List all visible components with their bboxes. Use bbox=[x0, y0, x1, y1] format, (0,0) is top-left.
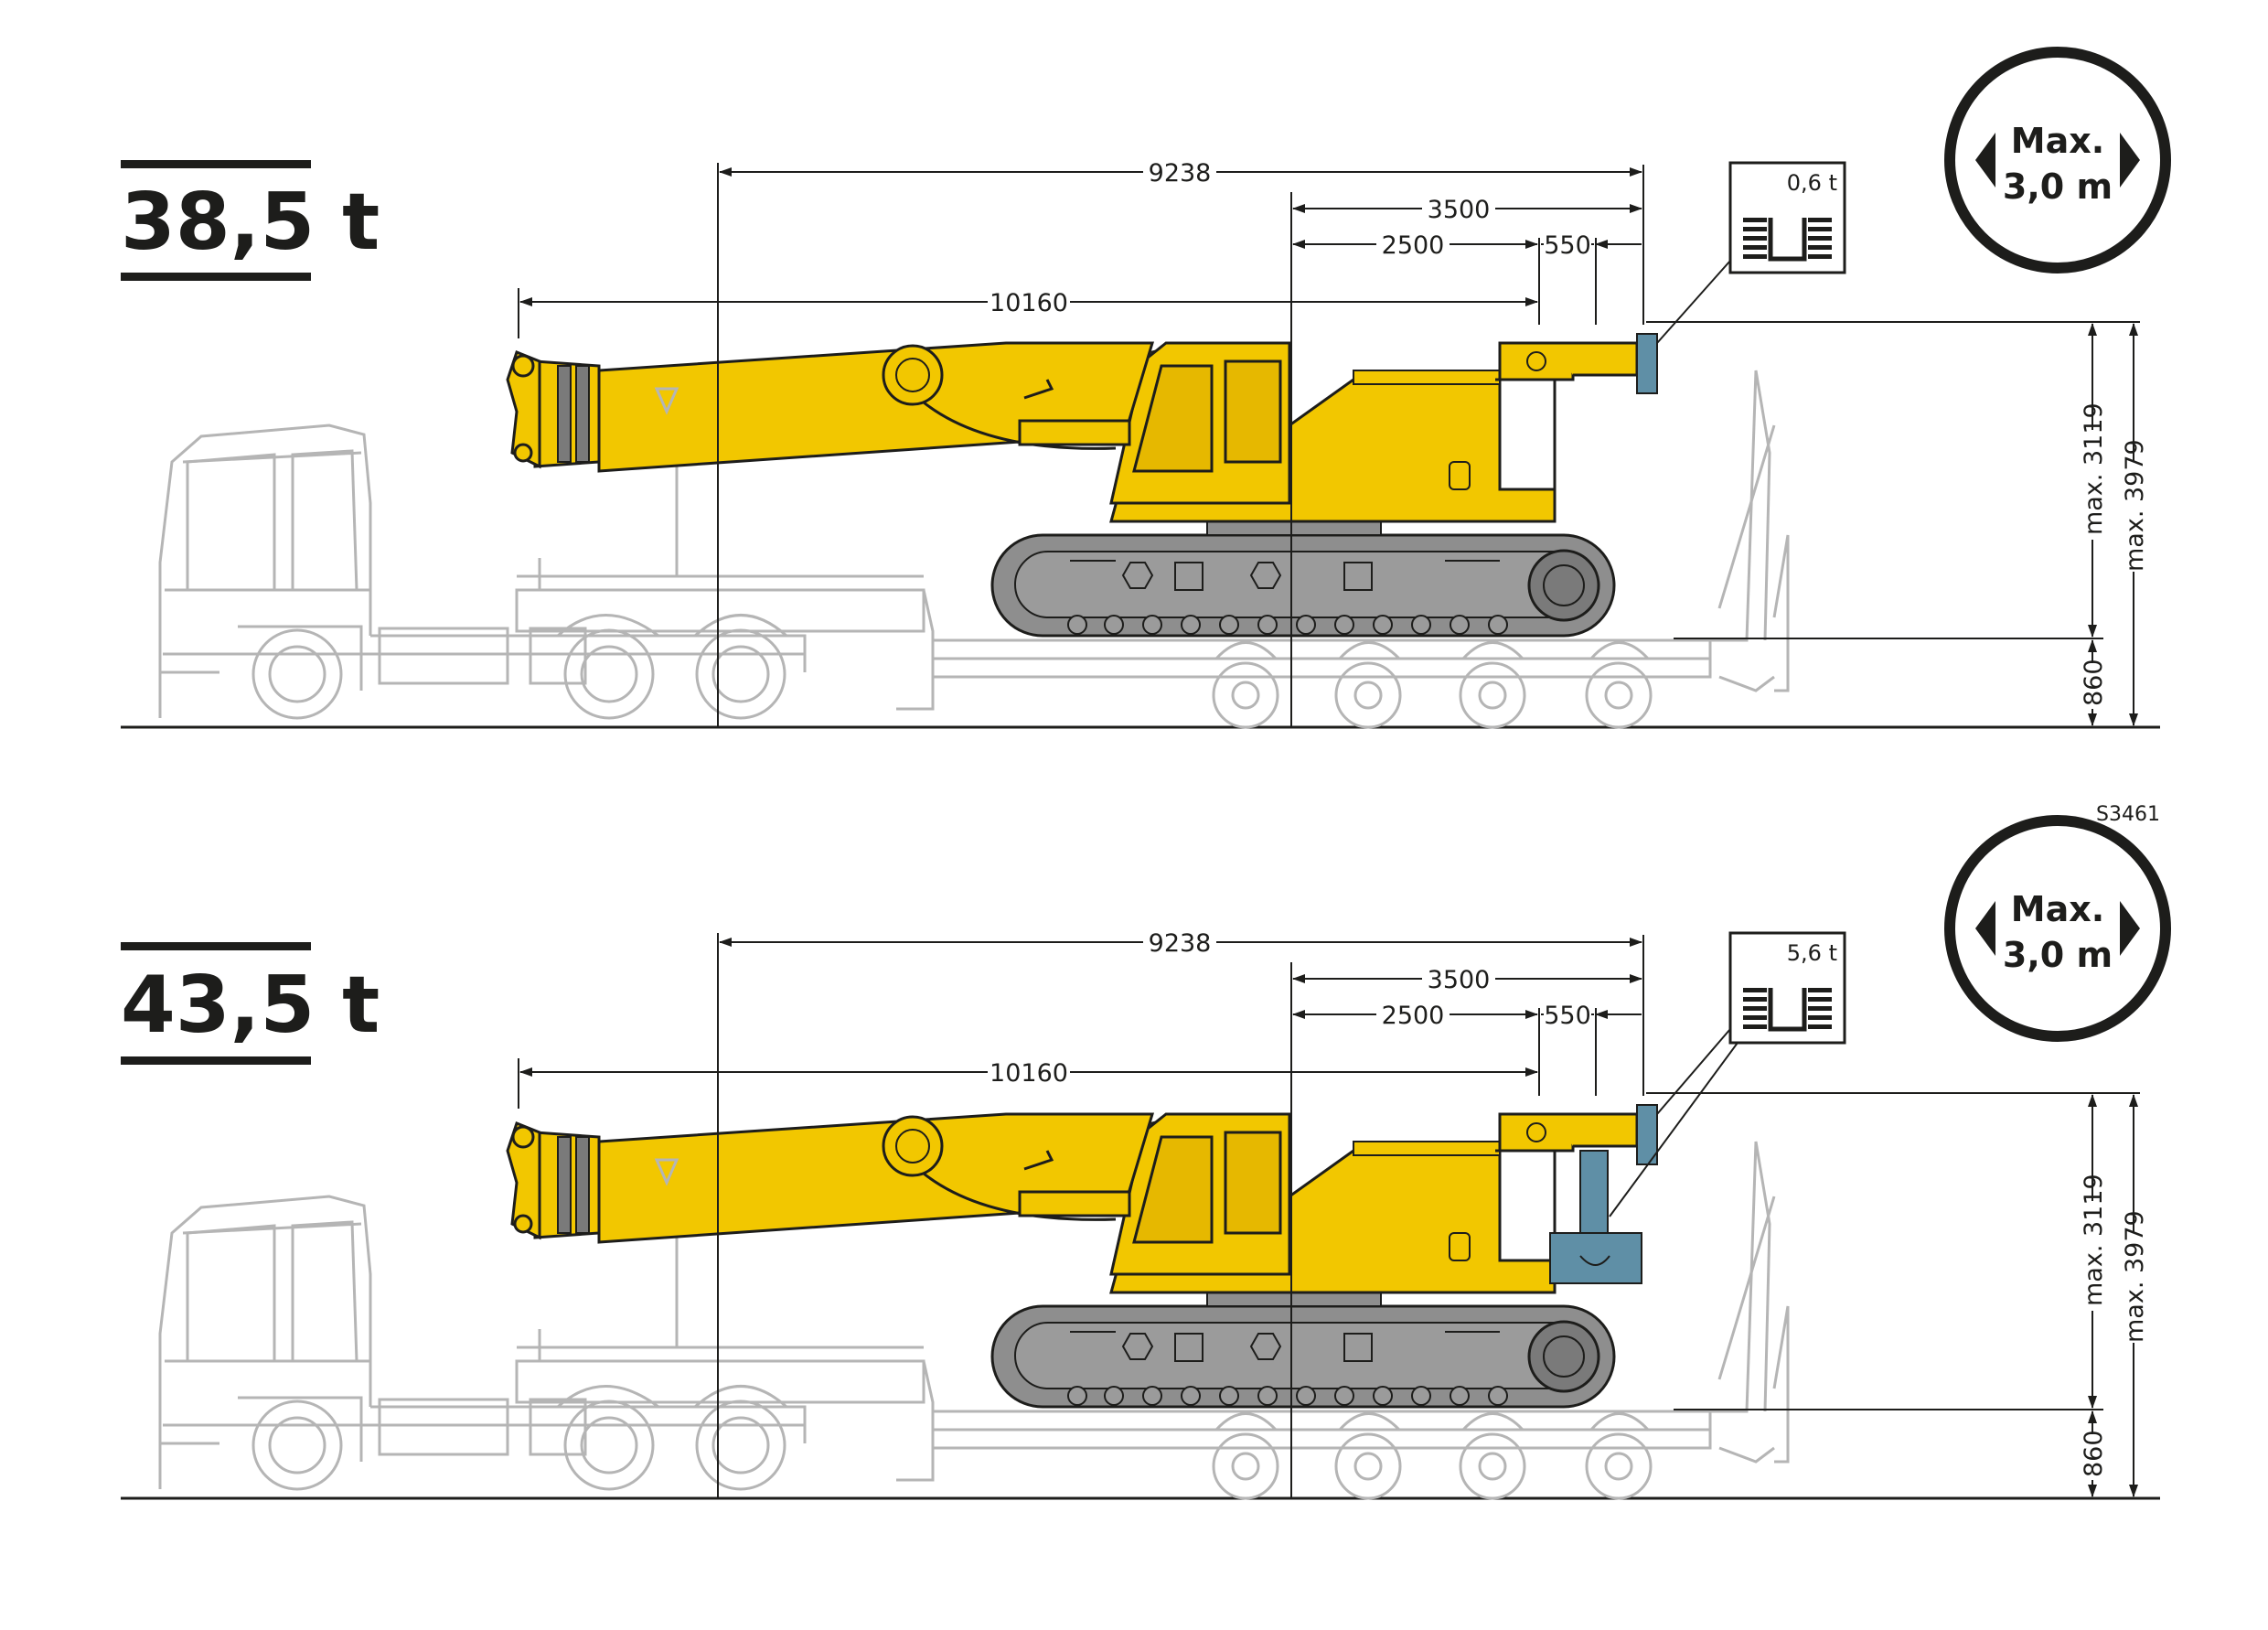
dim-2500: 2500 bbox=[1382, 1002, 1445, 1030]
dim-h3119: max. 3119 bbox=[2080, 402, 2108, 535]
config-1: 38,5 t 9238 3500 2500 550 bbox=[121, 52, 2166, 729]
dim-550: 550 bbox=[1544, 1002, 1591, 1030]
dim-9238: 9238 bbox=[1149, 929, 1212, 958]
dim-3500: 3500 bbox=[1428, 196, 1491, 224]
dim-10160: 10160 bbox=[990, 289, 1068, 317]
dim-h3119: max. 3119 bbox=[2080, 1174, 2108, 1306]
dim-h3979: max. 3979 bbox=[2121, 439, 2149, 572]
weight-label: 43,5 t bbox=[121, 960, 380, 1051]
dim-9238: 9238 bbox=[1149, 159, 1212, 188]
dim-2500: 2500 bbox=[1382, 231, 1445, 260]
max-width-sign: Max. 3,0 m bbox=[1950, 52, 2166, 268]
dim-3500: 3500 bbox=[1428, 966, 1491, 994]
dim-h860: 860 bbox=[2080, 1430, 2108, 1477]
counterweight-label: 0,6 t bbox=[1787, 170, 1837, 196]
sign-line2: 3,0 m bbox=[2003, 935, 2113, 975]
dim-550: 550 bbox=[1544, 231, 1591, 260]
figure-code: S3461 bbox=[2096, 803, 2160, 826]
dim-h3979: max. 3979 bbox=[2121, 1210, 2149, 1343]
sign-line2: 3,0 m bbox=[2003, 166, 2113, 207]
weight-label: 38,5 t bbox=[121, 177, 380, 268]
counterweight-label: 5,6 t bbox=[1787, 940, 1837, 966]
max-width-sign: Max. 3,0 m bbox=[1950, 820, 2166, 1036]
dim-h860: 860 bbox=[2080, 659, 2108, 706]
config-2: 43,5 t 9238 3500 2500 550 10160 bbox=[121, 820, 2166, 1500]
dim-10160: 10160 bbox=[990, 1059, 1068, 1088]
sign-line1: Max. bbox=[2011, 889, 2104, 929]
counterweight-box: 0,6 t bbox=[1730, 163, 1845, 273]
counterweight-box: 5,6 t bbox=[1730, 933, 1845, 1043]
sign-line1: Max. bbox=[2011, 121, 2104, 161]
